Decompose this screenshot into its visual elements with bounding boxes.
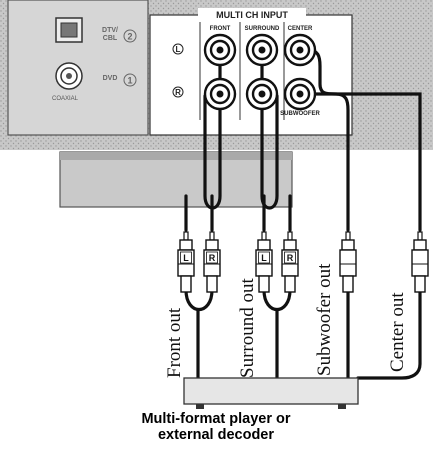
rca-jack-front-l [203,33,237,67]
optical-jack [55,17,83,43]
plug-surround-r: R [281,231,299,293]
plug-letter: R [287,253,294,263]
coaxial-label: COAXIAL [52,96,79,102]
input-number-circle [123,29,137,43]
output-label-1: Surround out [237,278,258,378]
row-markers: LR [172,43,184,98]
subwoofer-label: SUBWOOFER [280,111,320,117]
row-marker-circle [172,43,184,55]
column-labels: FRONT SURROUND CENTER [210,26,313,32]
rca-jack-subwoofer [283,77,317,111]
output-labels: Front out Surround out Subwoofer out Center… [164,263,408,378]
rca-jack-center [283,33,317,67]
coaxial-jack [55,62,83,90]
multi-ch-input-title: MULTI CH INPUT [216,10,288,20]
column-label-surround: SURROUND [245,26,280,32]
surround-cable [260,48,279,210]
input-number-1: 1 [127,76,132,86]
input-label-0-line-0: DTV/ [102,27,118,34]
center-trunk [356,288,422,380]
device-caption: Multi-format player or external decoder [96,411,336,443]
cables [184,48,422,382]
output-label-0: Front out [164,307,185,378]
rca-jacks [203,33,317,111]
input-number-circle [123,73,137,87]
source-device [183,377,359,409]
column-label-front: FRONT [210,26,231,32]
rca-jack-surround-r [245,77,279,111]
column-label-center: CENTER [288,26,313,32]
plug-surround-l: L [255,231,273,293]
input-label-0-line-1: CBL [103,35,118,42]
row-marker-r: R [175,88,181,97]
plug-letter: L [183,253,189,263]
rca-jack-front-r [203,77,237,111]
input-label-1-line-0: DVD [103,75,118,82]
front-loop [184,288,214,311]
receiver-foot [59,151,293,208]
plug-letter: R [209,253,216,263]
device-caption-line1: Multi-format player or [141,411,291,427]
multi-ch-input-panel: MULTI CH INPUT [149,8,353,136]
output-label-2: Subwoofer out [314,263,335,376]
input-number-0: 2 [127,32,132,42]
rca-jack-surround-l [245,33,279,67]
plug-subwoofer [339,231,357,293]
plug-front-r: R [203,231,221,293]
plug-center [411,231,429,293]
surround-loop [262,288,292,311]
row-marker-l: L [176,45,181,54]
row-marker-circle [172,86,184,98]
device-caption-line2: external decoder [157,427,275,443]
plug-letter: L [261,253,267,263]
output-label-3: Center out [387,292,408,372]
plug-front-l: L [177,231,195,293]
subwoofer-cable [298,92,350,232]
